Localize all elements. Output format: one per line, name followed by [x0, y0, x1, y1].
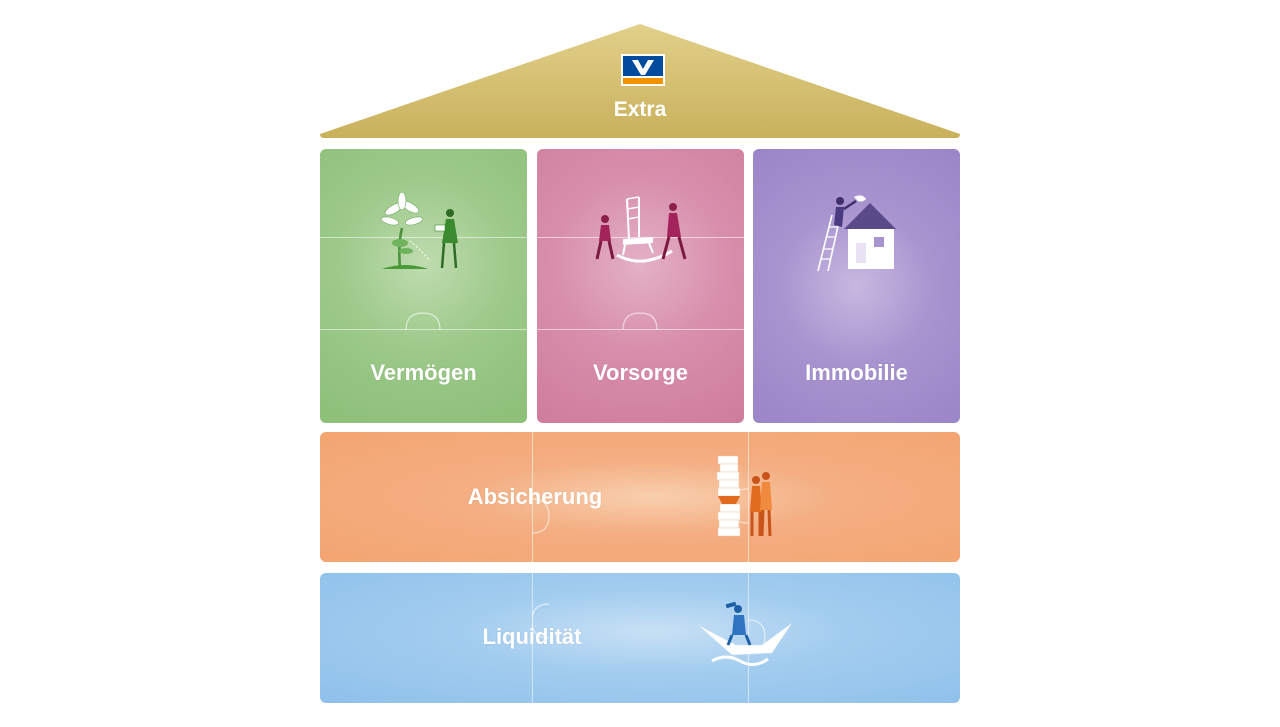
volksbank-logo-icon — [621, 54, 665, 86]
rocking-chair-icon — [595, 196, 687, 263]
couple-protection-icon — [716, 455, 772, 537]
puzzle-knob — [532, 603, 550, 639]
puzzle-seam — [748, 432, 749, 562]
pillar-label: Immobilie — [805, 360, 908, 385]
band-liquiditaet[interactable]: Liquidität — [320, 573, 960, 703]
puzzle-seam — [320, 237, 527, 238]
band-label: Liquidität — [482, 624, 582, 649]
puzzle-knob — [405, 312, 441, 330]
roof-extra: Extra — [318, 22, 962, 140]
pillar-vermoegen[interactable]: Vermögen — [320, 149, 527, 423]
pillar-label: Vorsorge — [593, 360, 688, 385]
paper-boat-icon — [697, 601, 793, 666]
band-label: Absicherung — [467, 484, 603, 509]
puzzle-seam — [537, 237, 744, 238]
puzzle-seam — [320, 329, 527, 330]
pillar-immobilie[interactable]: Immobilie — [753, 149, 960, 423]
roof-label: Extra — [613, 98, 667, 121]
pillar-vorsorge[interactable]: Vorsorge — [537, 149, 744, 423]
puzzle-seam — [532, 573, 533, 703]
puzzle-seam — [532, 432, 533, 562]
puzzle-seam — [537, 329, 744, 330]
pillar-label: Vermögen — [370, 360, 477, 385]
puzzle-knob — [532, 498, 550, 534]
band-absicherung[interactable]: Absicherung — [320, 432, 960, 562]
plant-watering-icon — [380, 193, 458, 269]
house-roof-repair-icon — [817, 195, 896, 272]
puzzle-knob — [622, 312, 658, 330]
